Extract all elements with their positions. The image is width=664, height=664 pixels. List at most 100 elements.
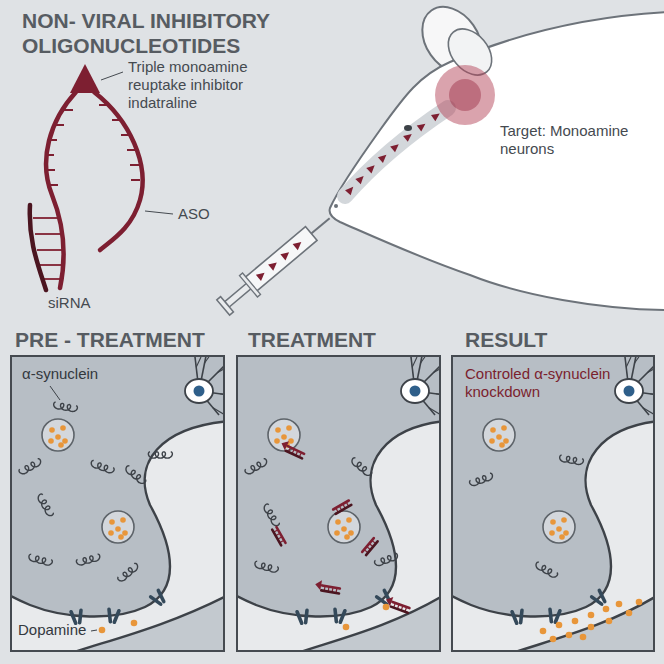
oligo-triangle: [390, 141, 401, 152]
callout-label: Target: Monoamine neurons: [500, 122, 650, 158]
alpha-synuclein-coil: [534, 561, 558, 579]
oligonucleotide: [279, 439, 306, 459]
alpha-synuclein-coil: [53, 402, 78, 412]
leader-line: [91, 630, 97, 631]
sirna-strand: [272, 530, 281, 546]
vesicle-membrane: [42, 419, 74, 451]
dopamine-dot: [281, 434, 287, 440]
dopamine-dot: [566, 632, 573, 639]
alpha-synuclein-coil: [374, 553, 399, 567]
base-pair: [33, 217, 58, 219]
text-slot: siRNA: [48, 294, 91, 312]
alpha-synuclein-coil: [36, 493, 54, 517]
vesicle-membrane: [102, 511, 134, 543]
stage-panel: PRE - TREATMENTα-synucleinDopamine: [10, 355, 225, 652]
vesicle: [42, 419, 74, 451]
mouse-drawing: [329, 0, 664, 310]
oligonucleotide: [333, 501, 351, 514]
oligo-triangle: [256, 270, 267, 281]
oligo-triangle: [366, 163, 377, 174]
callout-label: Triple monoamine reuptake inhibitor inda…: [128, 58, 278, 112]
oligo-triangle: [403, 131, 414, 142]
transporter-symbol: [333, 609, 345, 622]
dopamine-dot: [344, 534, 350, 540]
axon-terminal: [451, 355, 655, 617]
vesicle: [328, 511, 360, 543]
dopamine-dot: [341, 526, 347, 532]
dopamine-dot: [55, 434, 61, 440]
dopamine-dot: [115, 526, 121, 532]
base-tick: [64, 109, 73, 111]
alpha-synuclein-coil: [244, 458, 268, 476]
dopamine-dot: [606, 618, 613, 625]
neuron-nucleus: [194, 386, 205, 397]
dopamine-dot: [550, 636, 557, 643]
base-pair: [37, 249, 62, 251]
oligo-triangle: [345, 184, 356, 195]
text-slot: Target: Monoamine neurons: [500, 122, 650, 158]
base-pair: [40, 264, 63, 266]
dopamine-dot: [489, 438, 495, 444]
dopamine-dot: [118, 534, 124, 540]
dopamine-dot: [616, 601, 623, 608]
neuron-soma: [185, 379, 213, 403]
text-slot: ASO: [178, 205, 210, 223]
aso-strand: [94, 92, 143, 250]
dopamine-dot: [275, 427, 281, 433]
alpha-synuclein-coil: [469, 473, 494, 487]
dopamine-dot: [501, 425, 507, 431]
text-slot: RESULT: [465, 327, 547, 352]
base-pair: [35, 233, 61, 235]
alpha-synuclein-coil: [559, 455, 584, 465]
axon-terminal: [10, 355, 225, 617]
vesicle: [543, 511, 575, 543]
text-slot: Triple monoamine reuptake inhibitor inda…: [128, 58, 278, 112]
panel-illustration: [446, 350, 664, 657]
aso-strand: [322, 585, 340, 588]
dopamine-dot: [334, 530, 340, 536]
panel-illustration: [5, 350, 235, 657]
dopamine-dot: [603, 606, 610, 613]
dopamine-dot: [49, 427, 55, 433]
dopamine-dot: [499, 442, 505, 448]
panel-content: [10, 355, 225, 652]
oligo-triangle: [431, 110, 442, 121]
brain-target: [435, 65, 495, 125]
neuron-nucleus: [410, 386, 421, 397]
vesicle: [102, 511, 134, 543]
indatraline-triangle: [70, 64, 100, 93]
dopamine-dot: [561, 517, 567, 523]
transporter-symbol: [151, 590, 166, 606]
stage-panel: RESULTControled α-synuclein knockdown: [451, 355, 655, 652]
sirna-strand: [366, 541, 378, 555]
dopamine-dot: [490, 427, 496, 433]
transporter-symbol: [107, 609, 119, 622]
alpha-synuclein-coil: [148, 452, 172, 458]
oligonucleotide: [362, 538, 377, 555]
callout-label: Dopamine: [18, 621, 86, 639]
dopamine-dot: [348, 530, 354, 536]
alpha-synuclein-coil: [124, 465, 146, 485]
dopamine-dot: [288, 438, 294, 444]
panel-heading: PRE - TREATMENT: [15, 327, 205, 352]
dopamine-dot: [556, 622, 563, 629]
dopamine-dot: [109, 519, 115, 525]
dopamine-dot: [120, 517, 126, 523]
dendrite-branch: [626, 357, 631, 367]
oligonucleotide: [384, 595, 411, 613]
panel-content: [451, 355, 655, 652]
alpha-synuclein-coil: [262, 503, 280, 527]
text-slot: α-synuclein: [22, 365, 98, 383]
dopamine-dot: [286, 425, 292, 431]
dopamine-dot: [99, 627, 106, 634]
alpha-synuclein-coil: [18, 458, 42, 476]
dopamine-dot: [588, 612, 595, 619]
mouse-eye: [404, 125, 412, 131]
transporter-symbol: [297, 610, 309, 623]
alpha-synuclein-coil: [90, 460, 115, 474]
oligo-triangle: [417, 121, 428, 132]
text-slot: TREATMENT: [248, 327, 376, 352]
nasal-route: [345, 108, 448, 196]
transporter-symbol: [592, 590, 607, 606]
